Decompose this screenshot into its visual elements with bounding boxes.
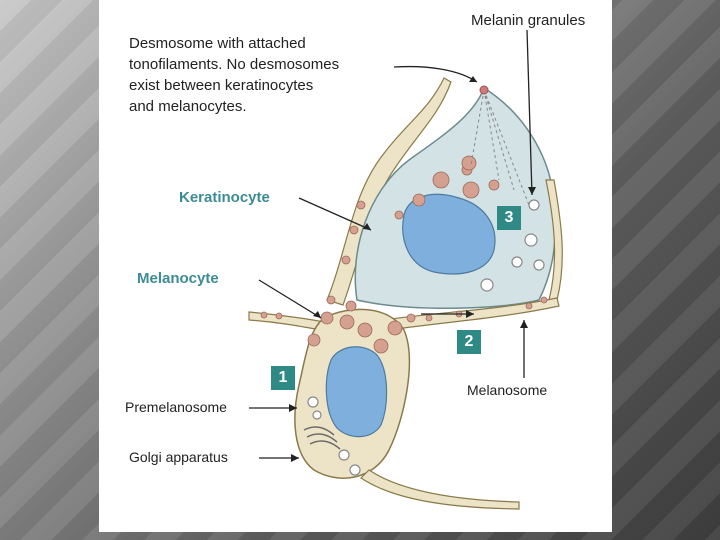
keratinocyte-nucleus <box>402 193 496 275</box>
step-badge-2: 2 <box>457 330 481 354</box>
premelanosome-label: Premelanosome <box>125 399 227 415</box>
melanocyte-label: Melanocyte <box>137 270 219 287</box>
melanocyte-granules <box>307 295 416 354</box>
desmosome-label-line: exist between keratinocytes <box>129 77 314 94</box>
desmosome-tip <box>479 85 489 95</box>
step-badge-1: 1 <box>271 366 295 390</box>
desmosome-label-line: Desmosome with attached <box>129 35 306 52</box>
melanocyte-nucleus <box>325 346 388 438</box>
desmosome-label: Desmosome with attached tonofilaments. N… <box>129 33 339 117</box>
desmosome-label-line: tonofilaments. No desmosomes <box>129 56 340 73</box>
leader-lines <box>249 29 533 459</box>
golgi-stack <box>303 426 341 450</box>
diagram-panel: Desmosome with attached tonofilaments. N… <box>99 0 612 532</box>
keratinocyte-label: Keratinocyte <box>179 189 270 206</box>
keratinocyte-granules <box>394 155 500 220</box>
melanosomes <box>307 199 545 476</box>
melanocyte-tail <box>360 469 520 510</box>
melanocyte-dendrite-left <box>248 311 325 331</box>
melanin-granules-label: Melanin granules <box>471 12 586 29</box>
desmosome-label-line: and melanocytes. <box>129 98 247 115</box>
step-badge-3: 3 <box>497 206 521 230</box>
melanin-granule-lines <box>470 89 530 206</box>
cell-diagram <box>248 29 563 510</box>
leader-arrowheads <box>289 76 536 462</box>
golgi-label: Golgi apparatus <box>129 449 228 465</box>
melanosome-label: Melanosome <box>467 382 548 398</box>
